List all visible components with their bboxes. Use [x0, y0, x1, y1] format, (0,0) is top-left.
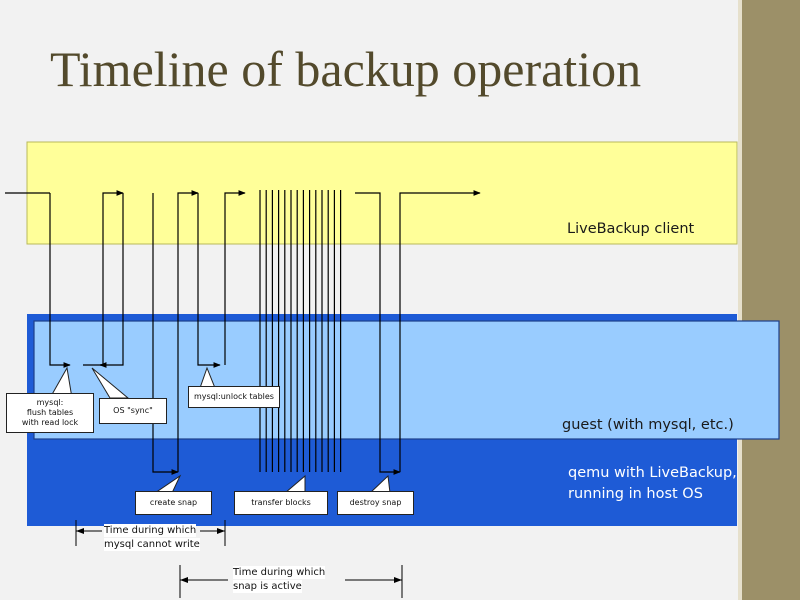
os-sync-callout: OS "sync" — [99, 398, 167, 424]
unlock-request-arrow — [197, 193, 221, 368]
guest-layer-label: guest (with mysql, etc.) — [562, 417, 734, 433]
interval-arrowheads — [76, 528, 402, 583]
side-strip-edge — [738, 0, 742, 600]
client-layer-label: LiveBackup client — [567, 221, 695, 237]
os-sync-label: OS "sync" — [113, 406, 153, 415]
unlock-reply-arrow — [224, 190, 246, 365]
flush-request-arrow — [49, 193, 71, 368]
flush-reply-arrow — [83, 190, 124, 366]
timeline-arrows — [5, 190, 481, 475]
destroy-snap-callout: destroy snap — [337, 491, 414, 515]
client-band — [26, 141, 738, 245]
create-snap-label: create snap — [149, 498, 198, 507]
destroy-snap-label: destroy snap — [349, 498, 402, 507]
mysql-unlock-label: mysql:unlock tables — [194, 392, 274, 401]
slide-title: Timeline of backup operation — [50, 41, 642, 97]
no-write-interval-line1: Time during which — [104, 524, 197, 537]
create-snap-callout: create snap — [135, 491, 212, 515]
mysql-flush-callout: mysql: flush tables with read lock — [6, 393, 94, 433]
snap-reply-arrow — [177, 190, 199, 472]
mysql-flush-line3: with read lock — [21, 418, 79, 427]
destroy-reply-arrow — [399, 190, 481, 472]
transfer-lines — [259, 190, 342, 472]
destroy-request-arrow — [355, 192, 401, 475]
snap-left-head — [180, 577, 188, 583]
mysql-flush-line1: mysql: — [36, 398, 64, 407]
transfer-blocks-callout: transfer blocks — [234, 491, 328, 515]
mysql-flush-line2: flush tables — [26, 408, 74, 417]
snap-right-head — [394, 577, 402, 583]
snap-request-arrow — [152, 193, 179, 475]
qemu-layer-label-line1: qemu with LiveBackup, — [568, 465, 737, 481]
callout-pointers — [49, 366, 391, 494]
no-write-right-head — [217, 528, 225, 534]
qemu-layer-label-line2: running in host OS — [568, 486, 703, 502]
transfer-blocks-label: transfer blocks — [251, 498, 311, 507]
no-write-interval-line2: mysql cannot write — [104, 538, 200, 551]
snap-interval-line1: Time during which — [233, 566, 326, 579]
mysql-unlock-callout: mysql:unlock tables — [188, 386, 280, 408]
sync-request-arrow — [99, 193, 124, 368]
no-write-left-head — [76, 528, 84, 534]
side-strip — [742, 0, 800, 600]
snap-interval-line2: snap is active — [233, 580, 302, 593]
